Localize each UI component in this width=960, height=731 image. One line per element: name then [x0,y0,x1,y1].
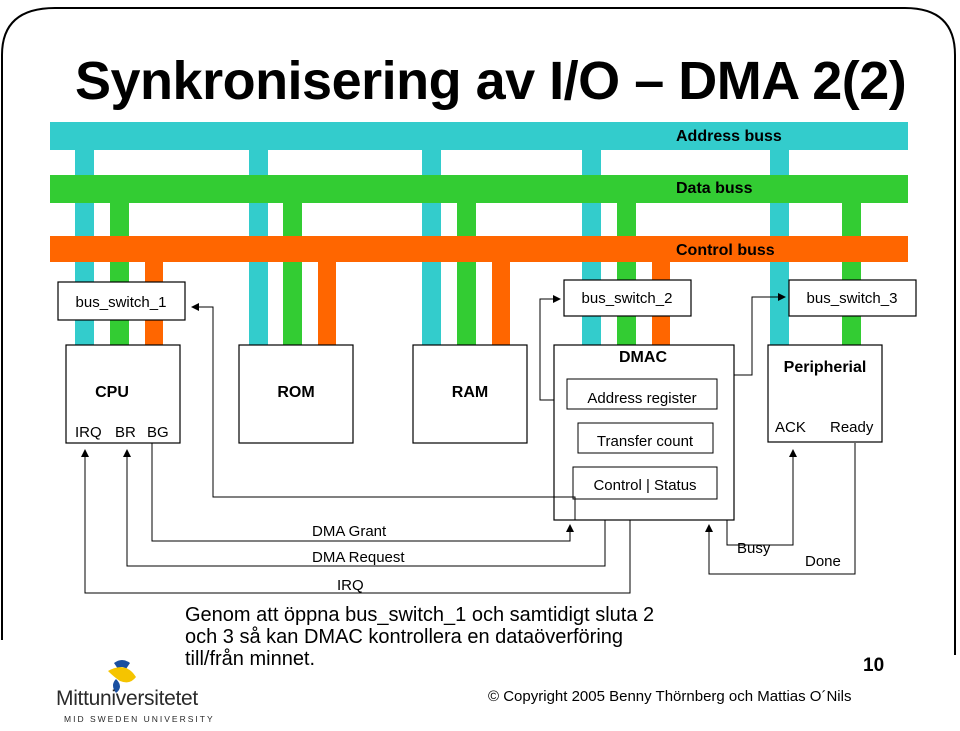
caption-line: Genom att öppna bus_switch_1 och samtidi… [185,604,655,626]
slide-frame [0,7,956,655]
irq-line [81,449,631,594]
bus-switch-2-label: bus_switch_2 [582,290,673,307]
caption: Genom att öppna bus_switch_1 och samtidi… [185,604,654,670]
data-bus-label: Data buss [676,180,753,197]
rom-block: ROM [238,344,354,444]
done-line [705,443,856,575]
sw3-control-line [734,293,786,376]
ram-label: RAM [452,384,488,401]
rom-label: ROM [277,384,314,401]
dma-request-label: DMA Request [312,549,405,566]
cpu-bg-pin: BG [147,424,169,441]
busy-label: Busy [737,540,771,557]
control-bus-label: Control buss [676,242,775,259]
control-status-box [572,466,718,500]
control-bus [50,236,908,350]
bus-switch-1: bus_switch_1 [57,281,186,321]
cpu-irq-pin: IRQ [75,424,102,441]
control-status-label: Control | Status [593,477,696,494]
cpu-block: CPU IRQ BR BG [65,344,181,444]
university-subtitle: MID SWEDEN UNIVERSITY [64,714,215,724]
irq-label: IRQ [337,577,364,594]
slide-title: Synkronisering av I/O – DMA 2(2) [75,51,907,111]
peripheral-ready-pin: Ready [830,419,874,436]
busy-line [726,449,797,546]
page-number: 10 [863,655,885,676]
address-register-label: Address register [587,390,696,407]
caption-line: till/från minnet. [185,648,316,670]
address-bus-label: Address buss [676,128,782,145]
sw2-control-line [539,295,561,401]
dmac-block: DMAC Address register Transfer count Con… [553,344,735,521]
transfer-count-label: Transfer count [597,433,694,450]
dma-grant-label: DMA Grant [312,523,387,540]
bus-switch-1-label: bus_switch_1 [76,294,167,311]
bus-switch-2: bus_switch_2 [563,279,692,317]
dmac-label: DMAC [619,349,667,366]
cpu-label: CPU [95,384,129,401]
peripheral-ack-pin: ACK [775,419,806,436]
cpu-br-pin: BR [115,424,136,441]
university-name: Mittuniversitetet [56,687,198,710]
peripheral-block: Peripherial ACK Ready [767,344,883,443]
peripheral-label: Peripherial [784,359,867,376]
dma-grant-line [151,443,574,542]
sw1-control-line [191,303,576,520]
dma-request-line [123,449,606,567]
university-logo-icon [108,660,136,693]
done-label: Done [805,553,841,570]
control-wires [81,293,856,594]
caption-line: och 3 så kan DMAC kontrollera en dataöve… [185,626,624,648]
bus-switch-3: bus_switch_3 [788,279,917,317]
transfer-count-box [577,422,714,454]
copyright-text: © Copyright 2005 Benny Thörnberg och Mat… [488,688,852,705]
bus-switch-3-label: bus_switch_3 [807,290,898,307]
address-register-box [566,378,718,410]
ram-block: RAM [412,344,528,444]
